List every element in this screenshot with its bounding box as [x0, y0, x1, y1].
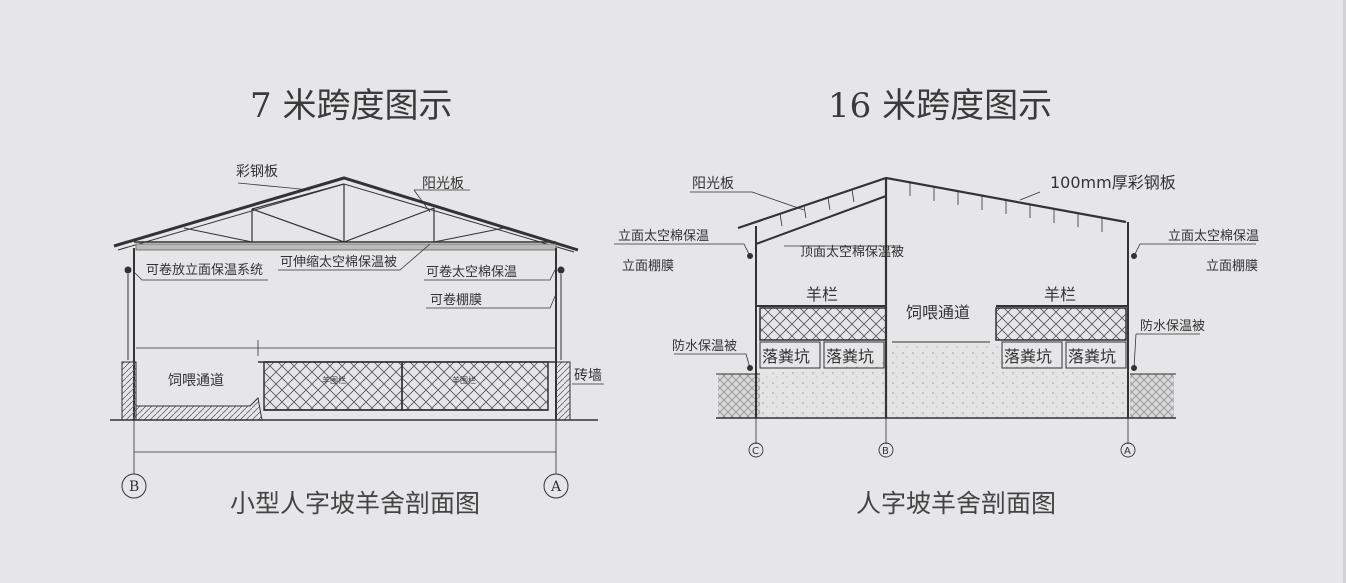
left-axis-a-marker [543, 473, 569, 499]
left-diagram-caption: 小型人字坡羊舍剖面图 [230, 489, 481, 518]
right-pit-3 [1001, 341, 1063, 369]
label-brick-wall: 砖墙 [574, 368, 602, 384]
right-pit-4 [1065, 341, 1127, 369]
label-sun-panel: 阳光板 [422, 176, 464, 192]
left-section-drawing [110, 176, 604, 499]
label-roll-film: 可卷棚膜 [430, 292, 482, 308]
right-axis-b-label: B [882, 446, 889, 457]
label-pit-3: 落粪坑 [1004, 347, 1052, 366]
right-pit-2 [823, 341, 885, 369]
right-axis-a-marker [1120, 442, 1136, 458]
label-right-pen-right: 羊栏 [1044, 285, 1076, 304]
right-axis-a-label: A [1124, 446, 1131, 457]
label-right-feed-aisle: 饲喂通道 [906, 303, 970, 322]
label-pen-left: 羊围栏 [322, 375, 346, 385]
left-labels: 彩钢板 阳光板 可卷放立面保温系统 可伸缩太空棉保温被 可卷太空棉保温 可卷棚膜… [129, 164, 602, 495]
label-telescopic-quilt: 可伸缩太空棉保温被 [280, 254, 397, 270]
label-right-sun-panel: 阳光板 [692, 176, 734, 192]
label-wall-cotton-right: 立面太空棉保温 [1168, 229, 1259, 244]
right-diagram-caption: 人字坡羊舍剖面图 [856, 489, 1057, 518]
right-edge-strip [1343, 0, 1346, 583]
right-pen-right [995, 307, 1127, 341]
left-axis-a-label: A [550, 479, 562, 495]
right-diagram-title: 16 米跨度图示 [828, 86, 1053, 126]
label-feed-aisle: 饲喂通道 [168, 373, 224, 389]
label-roof-steel: 彩钢板 [236, 164, 278, 180]
label-right-steel-100: 100mm厚彩钢板 [1050, 173, 1176, 192]
label-wall-film-left: 立面棚膜 [622, 259, 674, 274]
right-axis-c-label: C [752, 446, 759, 457]
left-pen-right [401, 361, 549, 411]
label-roll-wall-insulation: 可卷放立面保温系统 [146, 262, 263, 278]
label-wall-cotton-left: 立面太空棉保温 [618, 229, 709, 244]
left-brick-wall-b [121, 361, 137, 421]
left-axis-b-marker [121, 473, 147, 499]
left-pen-left [263, 361, 403, 411]
right-axis-b-marker [878, 442, 894, 458]
right-pit-1 [759, 341, 821, 369]
right-sun-panel-frame [755, 195, 887, 245]
label-top-cotton: 顶面太空棉保温被 [800, 245, 904, 260]
label-pit-4: 落粪坑 [1068, 347, 1116, 366]
left-feed-aisle-floor [135, 396, 263, 421]
label-pit-2: 落粪坑 [826, 347, 874, 366]
label-roll-cotton: 可卷太空棉保温 [426, 264, 517, 280]
right-labels: 阳光板 100mm厚彩钢板 立面太空棉保温 立面棚膜 顶面太空棉保温被 立面太空… [618, 173, 1259, 457]
label-pit-1: 落粪坑 [762, 347, 810, 366]
label-right-pen-left: 羊栏 [806, 285, 838, 304]
right-section-drawing [614, 176, 1256, 458]
left-diagram-title: 7 米跨度图示 [250, 86, 453, 126]
right-pen-left [759, 307, 887, 341]
label-waterproof-right: 防水保温被 [1140, 318, 1205, 334]
label-waterproof-left: 防水保温被 [672, 338, 737, 354]
label-wall-film-right: 立面棚膜 [1206, 259, 1258, 274]
right-axis-c-marker [748, 442, 764, 458]
left-brick-wall-a [555, 361, 571, 421]
label-pen-right: 羊围栏 [452, 375, 476, 385]
left-axis-b-label: B [129, 479, 139, 495]
left-roof-line [113, 176, 579, 252]
